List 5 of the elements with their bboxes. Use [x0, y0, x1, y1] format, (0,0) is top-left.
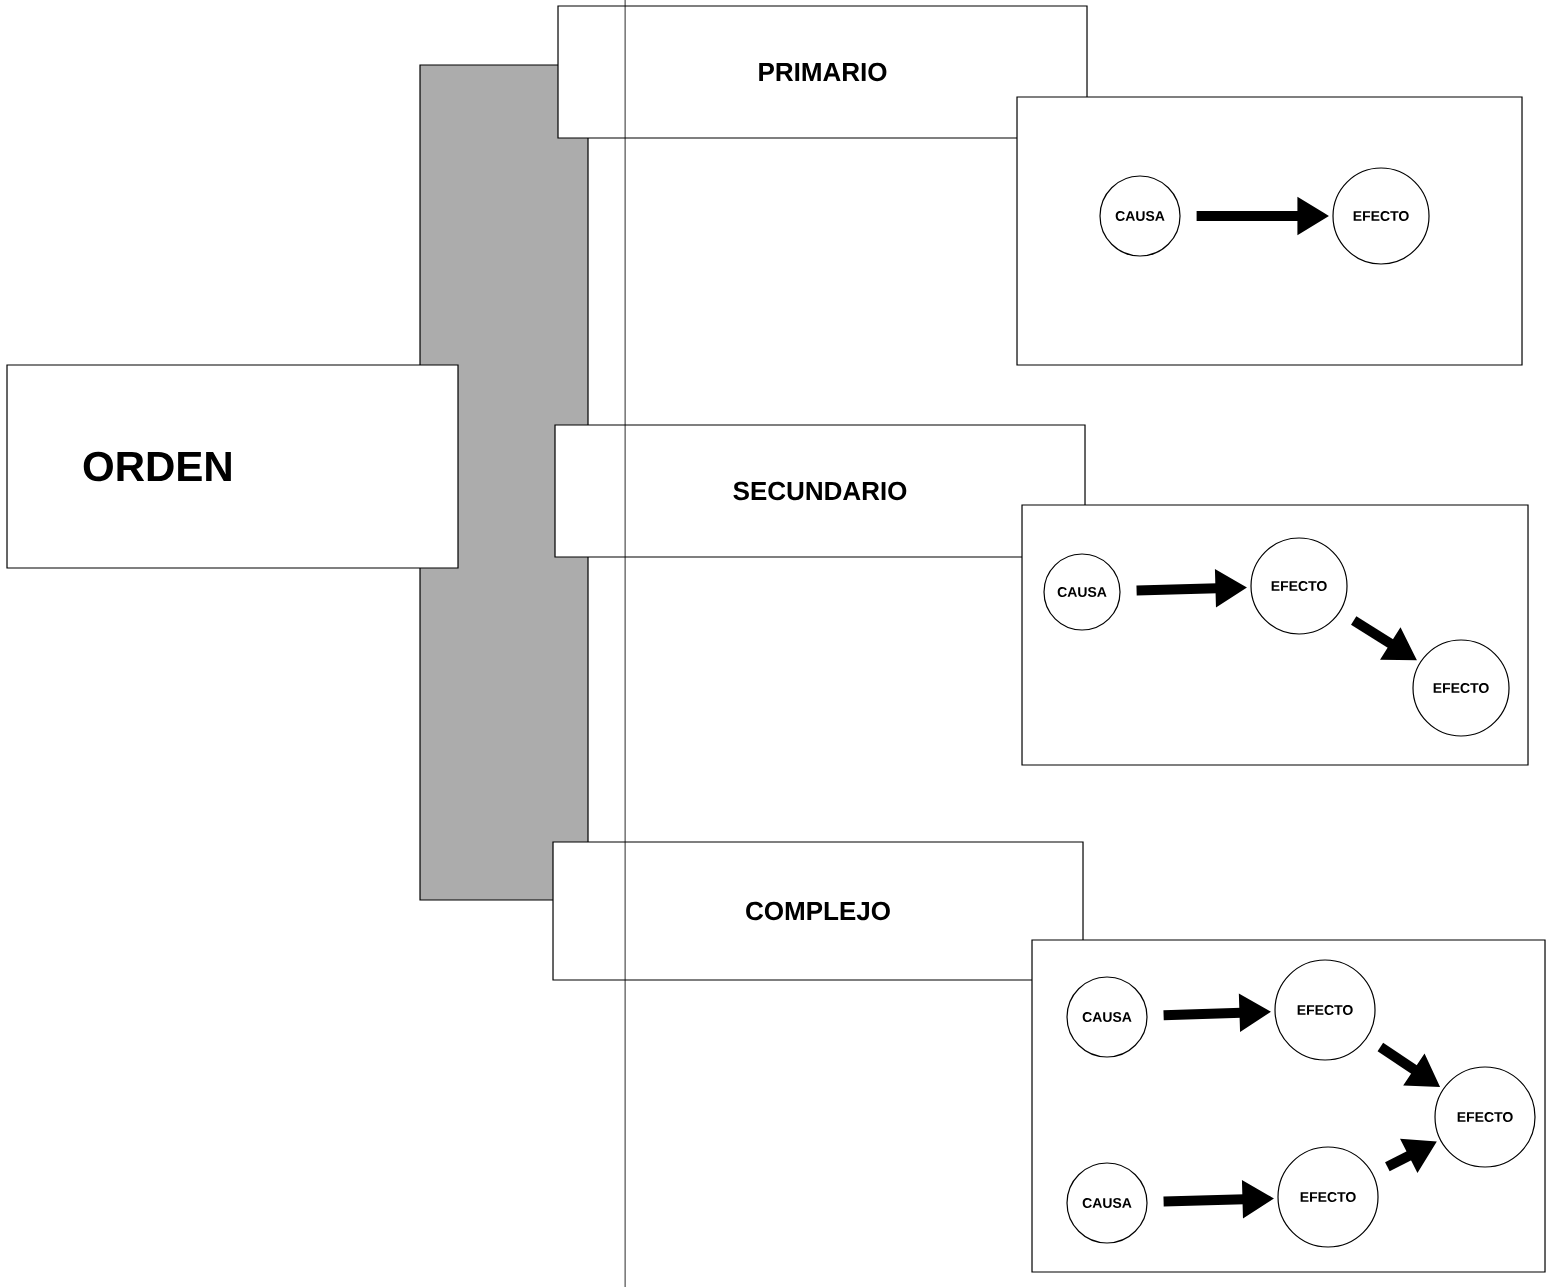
- heading-box: PRIMARIO: [557, 5, 1088, 139]
- heading-box: SECUNDARIO: [554, 424, 1086, 558]
- panel-box: [1016, 96, 1523, 366]
- title-box: ORDEN: [6, 364, 459, 569]
- heading-box: COMPLEJO: [552, 841, 1084, 981]
